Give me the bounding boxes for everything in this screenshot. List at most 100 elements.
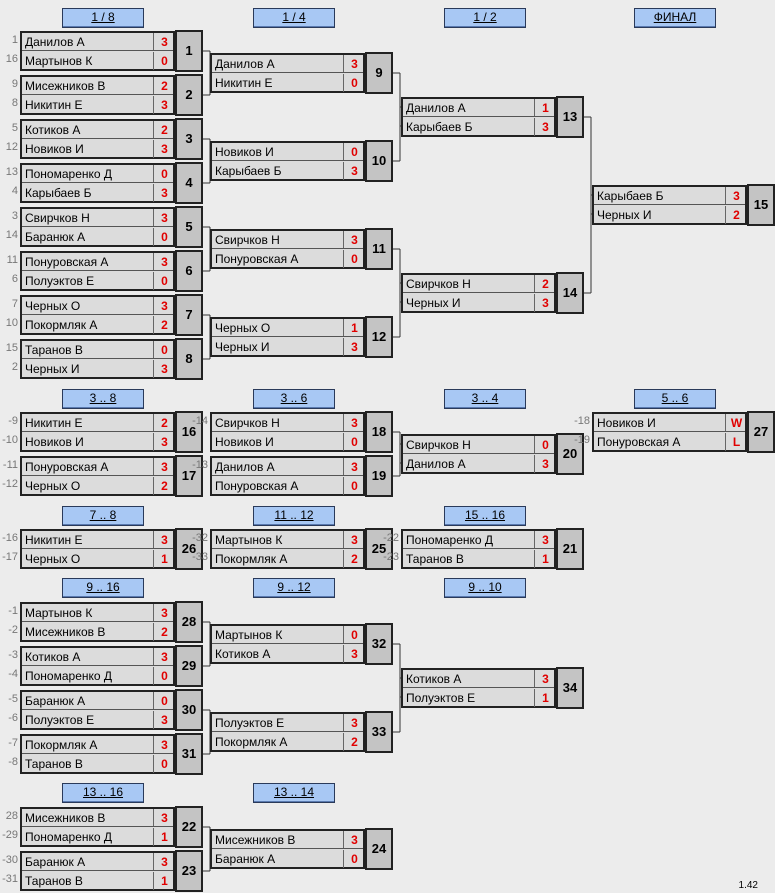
player-name[interactable]: Карыбаев Б: [597, 189, 664, 203]
player-name[interactable]: Свирчков Н: [406, 438, 471, 452]
player-name[interactable]: Новиков И: [25, 142, 84, 156]
player-name[interactable]: Черных И: [25, 362, 80, 376]
player-name[interactable]: Черных И: [597, 208, 652, 222]
player-name[interactable]: Мартынов К: [215, 533, 283, 547]
match-number[interactable]: 18: [365, 411, 393, 453]
player-name[interactable]: Мартынов К: [25, 54, 93, 68]
match-number[interactable]: 31: [175, 733, 203, 775]
player-name[interactable]: Никитин Е: [25, 416, 83, 430]
header-places-9-10[interactable]: 9 .. 10: [444, 578, 526, 598]
player-name[interactable]: Понуровская А: [215, 479, 299, 493]
header-places-13-16[interactable]: 13 .. 16: [62, 783, 144, 803]
player-name[interactable]: Данилов А: [406, 457, 466, 471]
player-name[interactable]: Покормляк А: [25, 738, 98, 752]
player-name[interactable]: Таранов В: [25, 343, 83, 357]
match-number[interactable]: 21: [556, 528, 584, 570]
match-number[interactable]: 22: [175, 806, 203, 848]
player-name[interactable]: Котиков А: [406, 672, 462, 686]
player-name[interactable]: Мисежников В: [25, 79, 106, 93]
player-name[interactable]: Баранюк А: [215, 852, 276, 866]
player-name[interactable]: Черных И: [406, 296, 461, 310]
player-name[interactable]: Новиков И: [25, 435, 84, 449]
match-number[interactable]: 17: [175, 455, 203, 497]
match-number[interactable]: 33: [365, 711, 393, 753]
match-number[interactable]: 15: [747, 184, 775, 226]
match-number[interactable]: 30: [175, 689, 203, 731]
player-name[interactable]: Данилов А: [215, 460, 275, 474]
player-name[interactable]: Понуровская А: [215, 252, 299, 266]
player-name[interactable]: Карыбаев Б: [215, 164, 282, 178]
player-name[interactable]: Пономаренко Д: [25, 669, 113, 683]
match-number[interactable]: 2: [175, 74, 203, 116]
player-name[interactable]: Черных И: [215, 340, 270, 354]
match-number[interactable]: 8: [175, 338, 203, 380]
header-places-3-6[interactable]: 3 .. 6: [253, 389, 335, 409]
player-name[interactable]: Новиков И: [215, 145, 274, 159]
match-number[interactable]: 34: [556, 667, 584, 709]
player-name[interactable]: Полуэктов Е: [406, 691, 476, 705]
match-number[interactable]: 1: [175, 30, 203, 72]
player-name[interactable]: Карыбаев Б: [406, 120, 473, 134]
player-name[interactable]: Мисежников В: [25, 811, 106, 825]
player-name[interactable]: Баранюк А: [25, 855, 86, 869]
header-final[interactable]: ФИНАЛ: [634, 8, 716, 28]
match-number[interactable]: 27: [747, 411, 775, 453]
player-name[interactable]: Данилов А: [406, 101, 466, 115]
player-name[interactable]: Черных О: [215, 321, 271, 335]
player-name[interactable]: Свирчков Н: [25, 211, 90, 225]
player-name[interactable]: Новиков И: [597, 416, 656, 430]
match-number[interactable]: 6: [175, 250, 203, 292]
player-name[interactable]: Понуровская А: [25, 255, 109, 269]
player-name[interactable]: Баранюк А: [25, 230, 86, 244]
player-name[interactable]: Покормляк А: [215, 735, 288, 749]
header-quarterfinals[interactable]: 1 / 4: [253, 8, 335, 28]
player-name[interactable]: Пономаренко Д: [406, 533, 494, 547]
player-name[interactable]: Черных О: [25, 479, 81, 493]
player-name[interactable]: Мисежников В: [25, 625, 106, 639]
player-name[interactable]: Таранов В: [25, 874, 83, 888]
player-name[interactable]: Пономаренко Д: [25, 167, 113, 181]
match-number[interactable]: 4: [175, 162, 203, 204]
player-name[interactable]: Данилов А: [215, 57, 275, 71]
player-name[interactable]: Покормляк А: [25, 318, 98, 332]
player-name[interactable]: Черных О: [25, 299, 81, 313]
header-places-3-4[interactable]: 3 .. 4: [444, 389, 526, 409]
player-name[interactable]: Понуровская А: [25, 460, 109, 474]
player-name[interactable]: Данилов А: [25, 35, 85, 49]
